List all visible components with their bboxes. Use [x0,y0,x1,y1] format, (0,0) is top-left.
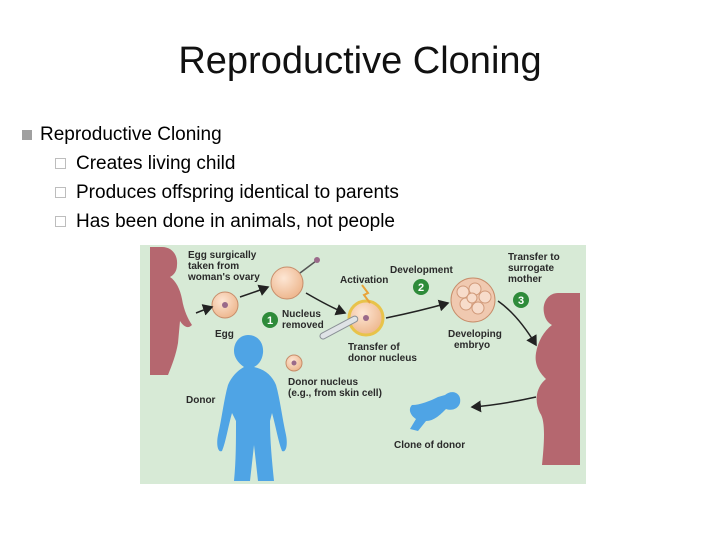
clone-baby-icon [409,392,461,431]
label-donor: Donor [186,395,216,406]
sub-bullet-item: Has been done in animals, not people [22,207,622,236]
step-2-badge-icon [413,279,429,295]
label-donor-nucleus-line2: (e.g., from skin cell) [288,388,382,399]
pipette-line-icon [299,260,317,274]
surrogate-mother-silhouette-icon [535,293,580,465]
arrow-icon [195,304,214,316]
step-3-badge-icon [513,292,529,308]
step-1-badge-icon [262,312,278,328]
label-activation: Activation [340,275,388,286]
step-3-number: 3 [518,295,524,307]
filled-square-bullet-icon [22,129,32,140]
needle-icon [319,315,359,340]
sub-bullet-item: Produces offspring identical to parents [22,178,622,207]
sub-bullet-text: Produces offspring identical to parents [76,182,399,203]
enucleated-egg-icon [270,266,304,300]
label-developing-line1: Developing [448,329,502,340]
arrow-icon [239,284,270,298]
label-egg-taken-line1: Egg surgically [188,250,257,261]
label-transfer-line2: surrogate [508,263,555,274]
label-transfer-line3: mother [508,274,542,285]
arrow-icon [385,299,450,319]
slide-title: Reproductive Cloning [178,40,542,82]
donor-silhouette-icon [217,335,287,481]
woman-silhouette-icon [150,247,192,375]
bullet-text: Reproductive Cloning [40,124,222,145]
egg-nucleus-icon [222,302,228,308]
bullet-item: Reproductive Cloning [22,120,622,149]
label-egg-taken-line3: woman's ovary [187,272,260,283]
spark-icon [361,284,371,304]
label-egg-taken-line2: taken from [188,261,239,272]
label-developing-line2: embryo [454,340,490,351]
sub-bullet-item: Creates living child [22,149,622,178]
label-egg: Egg [215,329,234,340]
step-2-number: 2 [418,282,424,294]
donor-cell-nucleus-icon [291,360,297,366]
label-transfer-nucleus-line2: donor nucleus [348,353,417,364]
label-nucleus-removed-line2: removed [282,320,324,331]
cloning-diagram-svg: 1 2 3 Egg surgically taken from woman's … [140,245,586,484]
transferred-nucleus-icon [363,315,369,321]
bullet-list: Reproductive Cloning Creates living chil… [22,120,622,236]
removed-nucleus-icon [314,257,320,263]
label-transfer-nucleus-line1: Transfer of [348,342,400,353]
label-nucleus-removed-line1: Nucleus [282,309,321,320]
sub-bullet-text: Has been done in animals, not people [76,211,396,232]
arrow-icon [470,396,537,413]
open-square-bullet-icon [55,158,66,169]
label-clone-of-donor: Clone of donor [394,440,465,451]
label-donor-nucleus-line1: Donor nucleus [288,377,358,388]
sub-bullet-text: Creates living child [76,153,236,174]
embryo-icon [450,277,496,323]
arrow-icon [305,292,347,316]
open-square-bullet-icon [55,187,66,198]
label-transfer-line1: Transfer to [508,252,560,263]
arrow-icon [497,300,537,347]
label-development: Development [390,265,453,276]
cloning-diagram: 1 2 3 Egg surgically taken from woman's … [140,245,586,484]
open-square-bullet-icon [55,216,66,227]
step-1-number: 1 [267,315,273,327]
